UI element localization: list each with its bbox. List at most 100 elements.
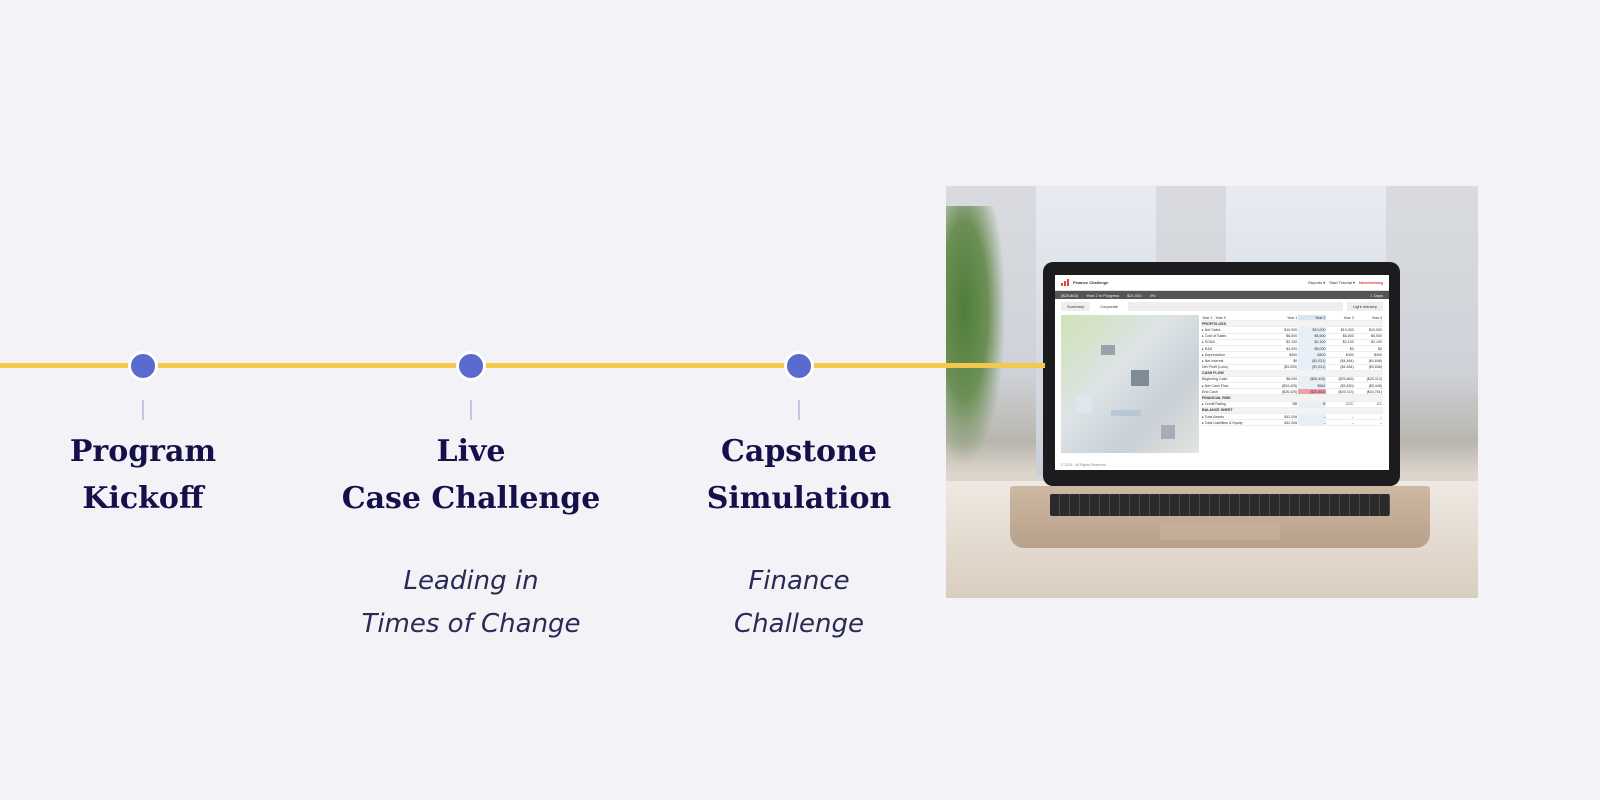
milestone-title: Capstone Simulation [706, 434, 892, 516]
cell: $5,000 [1298, 345, 1327, 353]
cell: ($7,021) [1298, 364, 1327, 371]
timeline-tick [470, 400, 472, 420]
table-row: PROFIT/LOSS [1201, 320, 1383, 328]
column-header: Year 2 [1298, 315, 1327, 322]
cell: $2,100 [1298, 339, 1327, 346]
cell: – [1326, 413, 1355, 421]
menu-reports[interactable]: Reports ▾ [1308, 280, 1326, 285]
table-row: End Cash($26,425)($25,863)($29,313)($34,… [1201, 388, 1383, 396]
cell: $6,500 [1298, 333, 1327, 340]
cell: $10,000 [1354, 326, 1383, 334]
cell: B [1298, 401, 1327, 408]
row-label: End Cash [1201, 388, 1271, 396]
row-label: ▸ Net Sales [1201, 326, 1271, 334]
trackpad [1160, 522, 1280, 540]
cell: – [1298, 419, 1327, 427]
cell: $10,000 [1326, 326, 1355, 334]
table-row: CASH FLOW [1201, 370, 1383, 377]
table-row: FINANCIAL RISK [1201, 394, 1383, 402]
column-header: Year 1 [1270, 315, 1299, 322]
table-row: ▸ R&D$4,000$5,000$0$0 [1201, 345, 1383, 353]
cell: $562 [1298, 382, 1327, 390]
cell: ($29,313) [1354, 376, 1383, 384]
cell: ($29,313) [1326, 388, 1355, 396]
cell: $6,500 [1326, 333, 1355, 340]
cell: ($4,848) [1354, 357, 1383, 365]
row-label: ▸ Net Cash Flow [1201, 382, 1271, 390]
cell: CC [1354, 401, 1383, 408]
row-label: ▸ Credit Rating [1201, 401, 1271, 408]
app-title: Finance Challenge [1073, 280, 1109, 285]
cell: – [1326, 419, 1355, 427]
city-map[interactable] [1061, 315, 1199, 453]
cell: CCC [1326, 401, 1355, 408]
tab-corporate[interactable]: Corporate [1094, 302, 1124, 311]
cell: ($3,000) [1270, 364, 1299, 371]
timeline-dot [128, 351, 158, 381]
cell: $10,000 [1270, 326, 1299, 334]
status-days: 1 Days [1370, 292, 1383, 298]
cell: $2,100 [1354, 339, 1383, 346]
cell: ($4,484) [1326, 357, 1355, 365]
laptop-screen: Finance Challenge Reports ▾ Start Tutori… [1055, 275, 1389, 470]
status-year: Year 2 In Progress [1086, 292, 1120, 298]
cell: $2,100 [1270, 339, 1299, 346]
cell: $10,000 [1298, 326, 1327, 334]
cell: $0 [1270, 357, 1299, 365]
cell: $2,100 [1326, 339, 1355, 346]
status-bar: ($25,863) Year 2 In Progress $21,000 4% … [1055, 291, 1389, 299]
table-row: ▸ Total Liabilities & Equity$42,008––– [1201, 419, 1383, 427]
milestone-title: Live Case Challenge [341, 434, 601, 516]
row-label: ▸ Cost of Sales [1201, 333, 1271, 340]
tab-summary[interactable]: Summary [1061, 302, 1091, 311]
brand-logo: Nexelenberg [1358, 280, 1383, 285]
cell: $4,000 [1270, 345, 1299, 353]
cell: $0 [1354, 345, 1383, 353]
cell: $400 [1326, 351, 1355, 359]
cell: ($5,448) [1354, 382, 1383, 390]
status-value: ($25,863) [1061, 292, 1079, 298]
table-row: ▸ Net Interest$0($1,021)($4,484)($4,848) [1201, 357, 1383, 365]
table-row: ▸ Total Assets$42,008––– [1201, 413, 1383, 421]
app-logo-icon [1061, 279, 1069, 286]
status-value: 4% [1149, 292, 1156, 298]
row-label: ▸ R&D [1201, 345, 1271, 353]
cell: $0 [1326, 345, 1355, 353]
milestone-subtitle: Leading in Times of Change [361, 566, 581, 639]
row-label: ▸ Net Interest [1201, 357, 1271, 365]
row-label: ▸ Depreciation [1201, 351, 1271, 359]
timeline-tick [142, 400, 144, 420]
cell: $8,000 [1270, 376, 1299, 384]
cell: ($26,425) [1270, 388, 1299, 396]
cell: ($3,450) [1326, 382, 1355, 390]
table-row: ▸ Cost of Sales$6,500$6,500$6,500$6,500 [1201, 333, 1383, 340]
row-label: ▸ Total Liabilities & Equity [1201, 419, 1271, 427]
section-header: BALANCE SHEET [1201, 407, 1383, 415]
table-row: Beginning Cash$8,000($26,425)($25,863)($… [1201, 376, 1383, 384]
cell: ($34,425) [1270, 382, 1299, 390]
milestone-title: Program Kickoff [69, 434, 217, 516]
table-row: ▸ Net Sales$10,000$10,000$10,000$10,000 [1201, 326, 1383, 334]
cell: $6,500 [1354, 333, 1383, 340]
cell: – [1354, 419, 1383, 427]
cell: ($3,848) [1354, 364, 1383, 371]
cell: $400 [1298, 351, 1327, 359]
timeline-dot [784, 351, 814, 381]
industry-selector[interactable]: Light Industry [1346, 302, 1383, 311]
laptop-photo: Finance Challenge Reports ▾ Start Tutori… [946, 186, 1478, 598]
timeline-dot [456, 351, 486, 381]
cell: ($1,021) [1298, 357, 1327, 365]
timeline-tick [798, 400, 800, 420]
cell: ($26,425) [1298, 376, 1327, 384]
row-label: ▸ Total Assets [1201, 413, 1271, 421]
column-header: Year 3 [1326, 315, 1355, 322]
cell: $6,500 [1270, 333, 1299, 340]
cell: $42,008 [1270, 419, 1299, 427]
cell: ($25,863) [1326, 376, 1355, 384]
section-header: PROFIT/LOSS [1201, 320, 1383, 328]
cell: $400 [1270, 351, 1299, 359]
row-label: ▸ SG&A [1201, 339, 1271, 346]
table-row: ▸ Net Cash Flow($34,425)$562($3,450)($5,… [1201, 382, 1383, 390]
menu-start-tutorial[interactable]: Start Tutorial ▾ [1329, 280, 1355, 285]
